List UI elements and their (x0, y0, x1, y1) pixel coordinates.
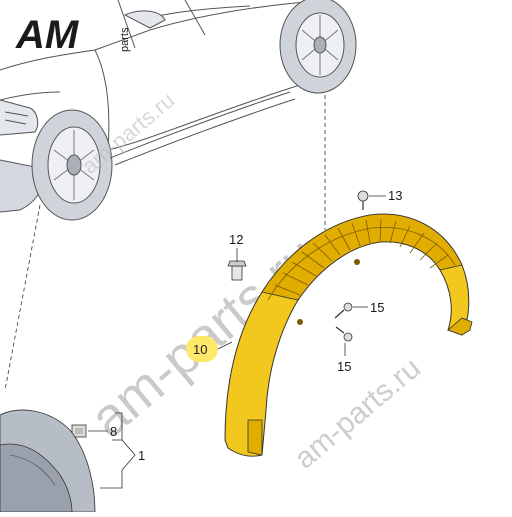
callout-10: 10 (193, 342, 207, 357)
watermark-medium: am-parts.ru (288, 351, 427, 475)
bolt-icon (227, 260, 247, 281)
logo-mark: AM (15, 13, 80, 57)
callout-12: 12 (229, 232, 243, 247)
clip-icon (71, 424, 87, 438)
screw-icon (334, 302, 353, 319)
leader-lines (4, 95, 326, 391)
callout-8: 8 (110, 424, 117, 439)
callout-lines (88, 195, 386, 489)
car-illustration (0, 0, 357, 221)
logo-icon: AM parts (15, 13, 131, 57)
callout-15a: 15 (370, 300, 384, 315)
callout-1: 1 (138, 448, 145, 463)
callout-10-badge: 10 (186, 336, 218, 362)
callout-15b: 15 (337, 359, 351, 374)
callout-13: 13 (388, 188, 402, 203)
wheel-arch-liner (224, 213, 473, 457)
screw-icon (357, 190, 369, 210)
logo-suffix: parts (119, 27, 131, 52)
lower-panel-illustration (0, 409, 96, 513)
screw-icon (335, 326, 353, 342)
